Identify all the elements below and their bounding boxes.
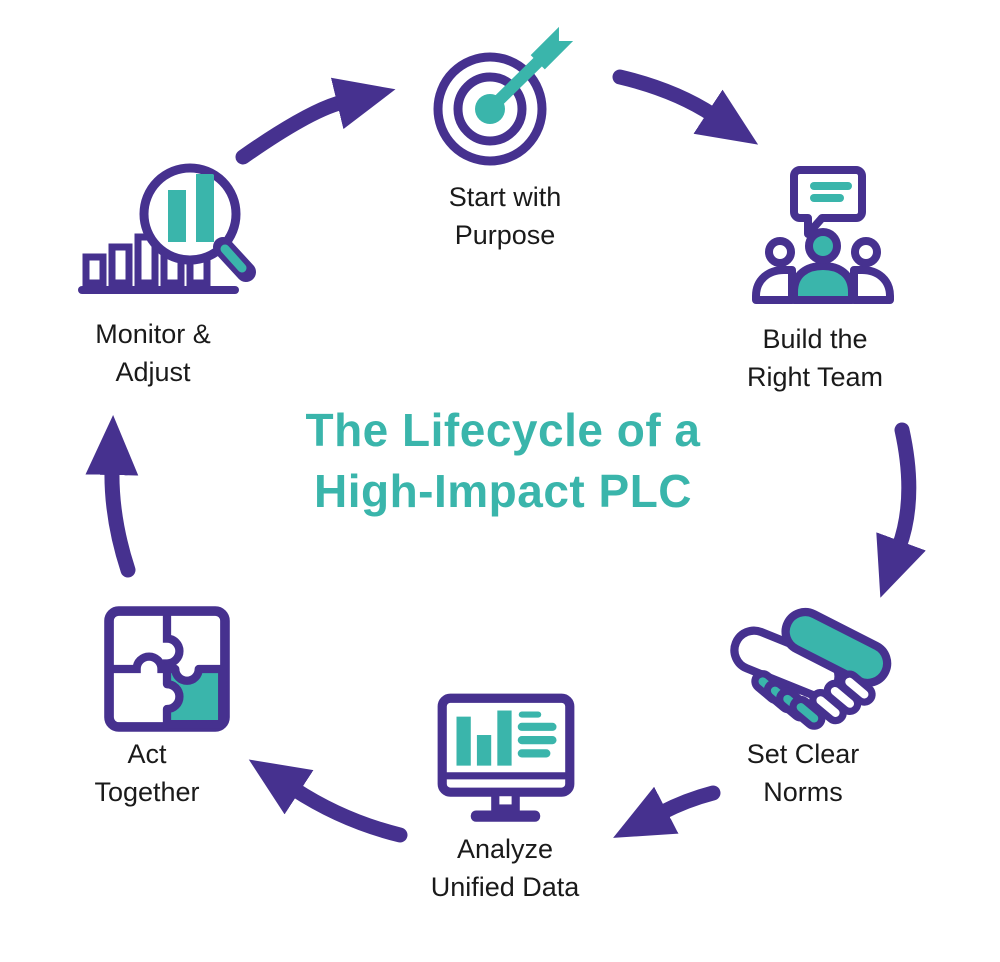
handshake-icon	[730, 607, 892, 730]
arrow-build-to-norms	[876, 422, 926, 598]
team-discussion-icon	[752, 166, 894, 304]
arrow-act-to-monitor	[85, 415, 139, 578]
stage-label-analyze-unified-data: Analyze Unified Data	[430, 834, 580, 903]
stage-label-set-clear-norms: Set Clear Norms	[746, 739, 860, 808]
data-monitor-icon	[437, 693, 575, 822]
arrow-norms-to-analyze	[613, 785, 721, 838]
stage-label-build-the-right-team: Build the Right Team	[746, 324, 884, 393]
stage-label-act-together: Act Together	[94, 739, 200, 808]
arrow-start-to-build	[612, 69, 759, 145]
stage-label-start-with-purpose: Start with Purpose	[448, 182, 562, 251]
target-icon	[433, 26, 574, 166]
diagram-title: The Lifecycle of a High-Impact PLC	[305, 404, 701, 518]
arrow-analyze-to-act	[248, 759, 408, 843]
puzzle-icon	[104, 606, 230, 732]
stage-label-monitor-adjust: Monitor & Adjust	[95, 319, 211, 388]
bar-chart-magnifier-icon	[78, 163, 256, 294]
arrow-monitor-to-start	[235, 77, 396, 165]
